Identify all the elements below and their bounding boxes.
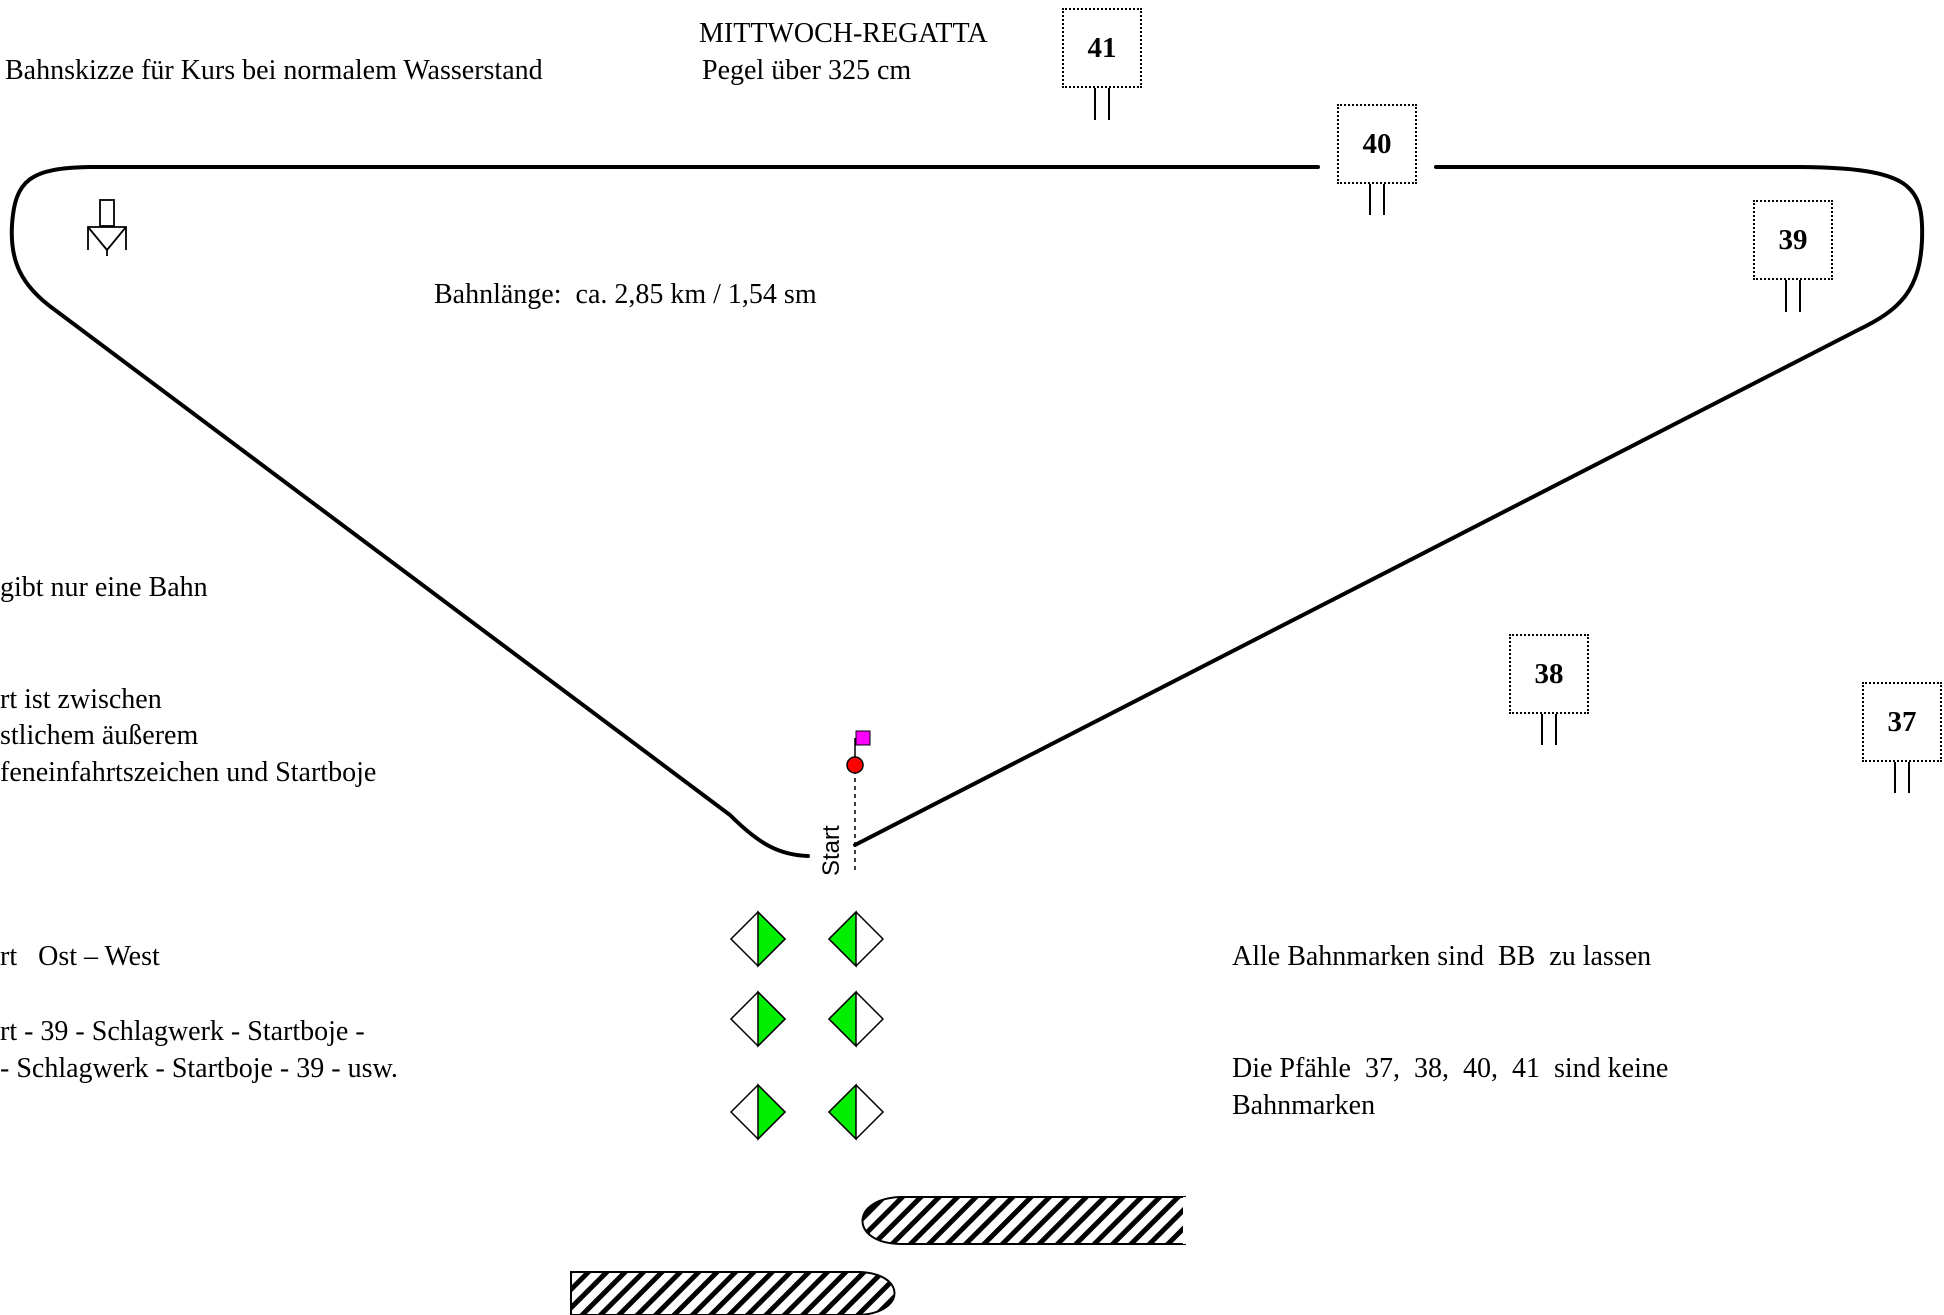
- note-route-1: rt - 39 - Schlagwerk - Startboje -: [0, 1016, 365, 1047]
- note-start-line-1: rt ist zwischen: [0, 684, 162, 715]
- pile-38: 38: [1509, 634, 1589, 714]
- schlagwerk-icon: [87, 199, 127, 256]
- mole-west: [570, 1271, 896, 1315]
- mole-east: [861, 1196, 1186, 1245]
- start-buoy: [846, 756, 864, 774]
- pile-41-legs: [1094, 88, 1110, 120]
- pile-41: 41: [1062, 8, 1142, 88]
- course-length: Bahnlänge: ca. 2,85 km / 1,54 sm: [434, 279, 817, 310]
- pile-39: 39: [1753, 200, 1833, 280]
- note-start-line-3: feneinfahrtszeichen und Startboje: [0, 757, 377, 788]
- note-route-2: - Schlagwerk - Startboje - 39 - usw.: [0, 1053, 398, 1084]
- regatta-title: MITTWOCH-REGATTA: [699, 18, 988, 49]
- note-one-course: gibt nur eine Bahn: [0, 572, 208, 603]
- note-piles-1: Die Pfähle 37, 38, 40, 41 sind keine: [1232, 1053, 1669, 1084]
- level-caption: Pegel über 325 cm: [702, 55, 912, 86]
- pile-37-legs: [1894, 762, 1910, 793]
- note-marks-bb: Alle Bahnmarken sind BB zu lassen: [1232, 941, 1652, 972]
- marker-right-1: [827, 910, 885, 968]
- pile-37: 37: [1862, 682, 1942, 762]
- course-line: [9, 165, 1320, 858]
- pile-40-legs: [1369, 184, 1385, 215]
- start-label: Start: [818, 825, 845, 876]
- note-direction: rt Ost – West: [0, 941, 160, 972]
- note-start-line-2: stlichem äußerem: [0, 720, 199, 751]
- pile-40: 40: [1337, 104, 1417, 184]
- course-line-east: [853, 165, 1925, 847]
- start-flag: [855, 730, 871, 746]
- marker-right-3: [827, 1083, 885, 1141]
- note-piles-2: Bahnmarken: [1232, 1090, 1376, 1121]
- sketch-caption: Bahnskizze für Kurs bei normalem Wassers…: [5, 55, 543, 86]
- pile-38-legs: [1541, 714, 1557, 745]
- marker-right-2: [827, 990, 885, 1048]
- marker-left-3: [729, 1083, 787, 1141]
- marker-left-2: [729, 990, 787, 1048]
- marker-left-1: [729, 910, 787, 968]
- pile-39-legs: [1785, 280, 1801, 312]
